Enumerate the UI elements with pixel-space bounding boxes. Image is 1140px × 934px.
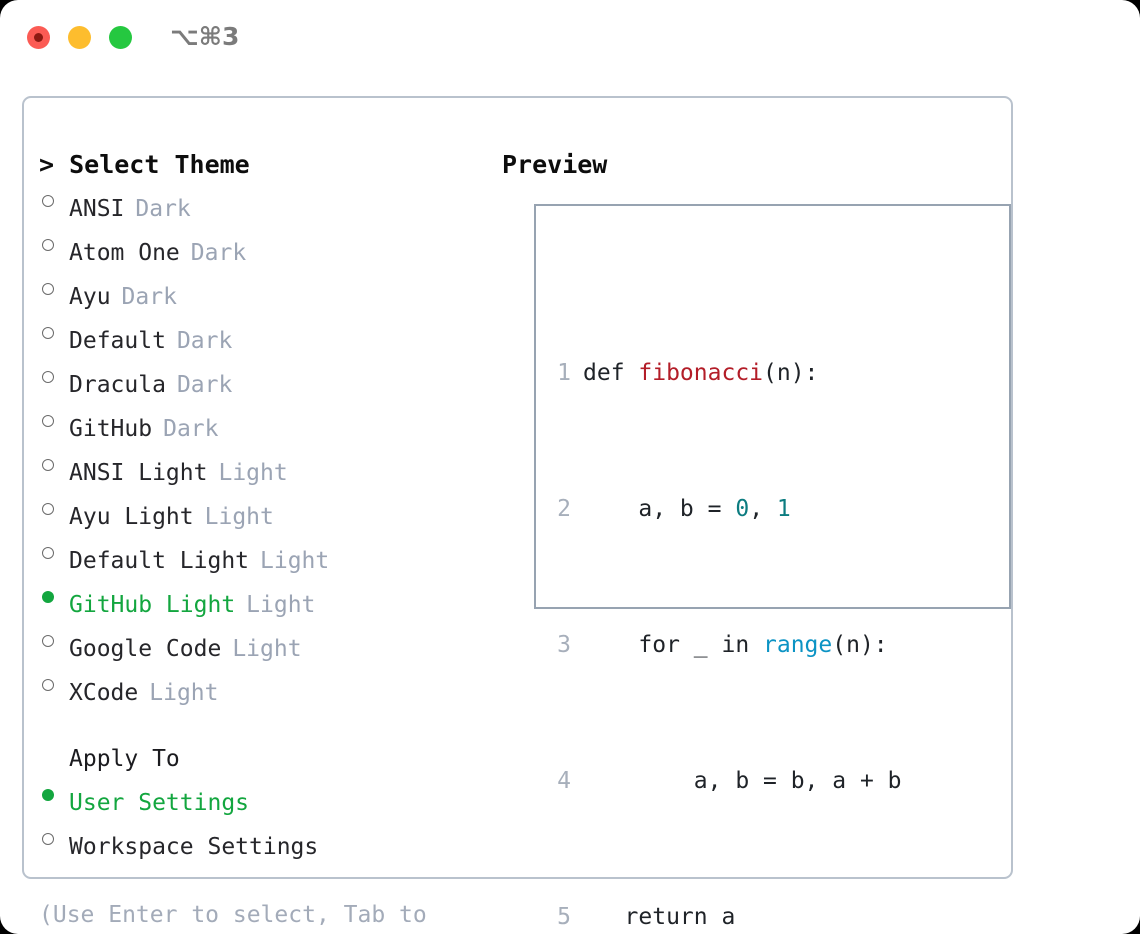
theme-option-atom-one[interactable]: Atom One Dark: [39, 226, 479, 270]
theme-label: Dracula: [69, 372, 166, 398]
maximize-button[interactable]: [109, 26, 132, 49]
radio-unselected-icon[interactable]: [39, 490, 69, 524]
code-token-number: 1: [776, 496, 791, 522]
code-text: def fibonacci(n):: [583, 356, 818, 390]
window-controls: [27, 26, 132, 49]
code-token: (n):: [832, 632, 888, 658]
theme-badge: Light: [218, 460, 288, 486]
radio-unselected-icon[interactable]: [39, 226, 69, 260]
code-token-function: fibonacci: [638, 360, 764, 386]
theme-label: ANSI Light: [69, 460, 208, 486]
theme-label: Ayu: [69, 284, 111, 310]
theme-label: ANSI: [69, 196, 125, 222]
theme-option-default-light[interactable]: Default Light Light: [39, 534, 479, 578]
radio-unselected-icon[interactable]: [39, 534, 69, 568]
keyboard-hint-text: (Use Enter to select, Tab to change focu…: [39, 902, 427, 928]
apply-to-option-user-settings[interactable]: User Settings: [39, 776, 479, 820]
theme-badge: Light: [149, 680, 219, 706]
preview-box: 1 def fibonacci(n): 2 a, b = 0, 1 3 for …: [534, 204, 1011, 930]
apply-to-heading: Apply To: [69, 746, 180, 772]
radio-unselected-icon[interactable]: [39, 446, 69, 480]
radio-unselected-icon[interactable]: [39, 182, 69, 216]
radio-unselected-icon[interactable]: [39, 314, 69, 348]
code-line: 3 for _ in range(n):: [549, 628, 943, 662]
theme-option-github[interactable]: GitHub Dark: [39, 402, 479, 446]
radio-selected-icon[interactable]: [39, 578, 69, 612]
code-token: (n):: [763, 360, 819, 386]
minimize-button[interactable]: [68, 26, 91, 49]
theme-option-ansi-light[interactable]: ANSI Light Light: [39, 446, 479, 490]
theme-badge: Dark: [176, 372, 233, 398]
apply-to-spacer: [39, 710, 479, 742]
code-text: for _ in range(n):: [583, 628, 888, 662]
code-text: a, b = b, a + b: [583, 768, 902, 794]
code-line: 5 return a: [549, 900, 943, 934]
theme-option-default[interactable]: Default Dark: [39, 314, 479, 358]
keyboard-shortcut-label: ⌥⌘3: [170, 22, 240, 51]
hint-spacer: [39, 864, 479, 898]
theme-label: XCode: [69, 680, 139, 706]
theme-badge: Dark: [135, 196, 191, 222]
theme-badge: Dark: [121, 284, 177, 310]
apply-to-label: Workspace Settings: [69, 834, 319, 860]
line-number: 5: [557, 904, 571, 930]
code-line: 4 a, b = b, a + b: [549, 764, 943, 798]
line-number: 3: [557, 632, 571, 658]
apply-to-option-workspace-settings[interactable]: Workspace Settings: [39, 820, 479, 864]
theme-badge: Light: [246, 592, 316, 618]
theme-picker-column: > Select Theme ANSI Dark Atom One Dark A…: [39, 148, 479, 934]
theme-option-ansi[interactable]: ANSI Dark: [39, 182, 479, 226]
line-number: 2: [557, 496, 571, 522]
code-token: a, b =: [583, 496, 736, 522]
theme-badge: Dark: [163, 416, 219, 442]
theme-option-ayu[interactable]: Ayu Dark: [39, 270, 479, 314]
theme-label: GitHub: [69, 416, 153, 442]
code-token-number: 0: [735, 496, 750, 522]
theme-label: Default Light: [69, 548, 250, 574]
preview-code: 1 def fibonacci(n): 2 a, b = 0, 1 3 for …: [549, 254, 943, 934]
apply-to-label: User Settings: [69, 790, 250, 816]
main-panel: > Select Theme ANSI Dark Atom One Dark A…: [22, 96, 1013, 930]
preview-heading: Preview: [502, 150, 608, 179]
theme-badge: Light: [204, 504, 274, 530]
close-button[interactable]: [27, 26, 50, 49]
code-token-builtin: range: [763, 632, 833, 658]
theme-option-google-code[interactable]: Google Code Light: [39, 622, 479, 666]
title-bar: ⌥⌘3: [0, 0, 1140, 78]
theme-badge: Light: [232, 636, 302, 662]
radio-unselected-icon[interactable]: [39, 270, 69, 304]
preview-column: Preview 1 def fibonacci(n): 2 a, b = 0, …: [502, 148, 1011, 930]
theme-label: Default: [69, 328, 166, 354]
line-number: 4: [557, 768, 571, 794]
select-theme-heading: > Select Theme: [39, 150, 250, 179]
theme-label: GitHub Light: [69, 592, 236, 618]
theme-badge: Dark: [190, 240, 247, 266]
theme-badge: Light: [260, 548, 330, 574]
radio-unselected-icon[interactable]: [39, 666, 69, 700]
radio-selected-icon[interactable]: [39, 776, 69, 810]
theme-list[interactable]: ANSI Dark Atom One Dark Ayu Dark Default: [39, 182, 479, 710]
apply-to-list[interactable]: User Settings Workspace Settings: [39, 776, 479, 864]
theme-badge: Dark: [176, 328, 233, 354]
line-number: 1: [557, 360, 571, 386]
code-text: a, b = 0, 1: [583, 492, 791, 526]
code-token: ,: [749, 496, 777, 522]
code-text: return a: [583, 904, 736, 930]
theme-label: Google Code: [69, 636, 222, 662]
code-line: 2 a, b = 0, 1: [549, 492, 943, 526]
theme-label: Ayu Light: [69, 504, 194, 530]
code-token: for _ in: [583, 632, 764, 658]
code-line: 1 def fibonacci(n):: [549, 356, 943, 390]
radio-unselected-icon[interactable]: [39, 358, 69, 392]
radio-unselected-icon[interactable]: [39, 820, 69, 854]
radio-unselected-icon[interactable]: [39, 402, 69, 436]
theme-option-xcode[interactable]: XCode Light: [39, 666, 479, 710]
theme-option-github-light[interactable]: GitHub Light Light: [39, 578, 479, 622]
theme-option-dracula[interactable]: Dracula Dark: [39, 358, 479, 402]
theme-label: Atom One: [69, 240, 180, 266]
radio-unselected-icon[interactable]: [39, 622, 69, 656]
code-token: def: [583, 360, 639, 386]
theme-option-ayu-light[interactable]: Ayu Light Light: [39, 490, 479, 534]
